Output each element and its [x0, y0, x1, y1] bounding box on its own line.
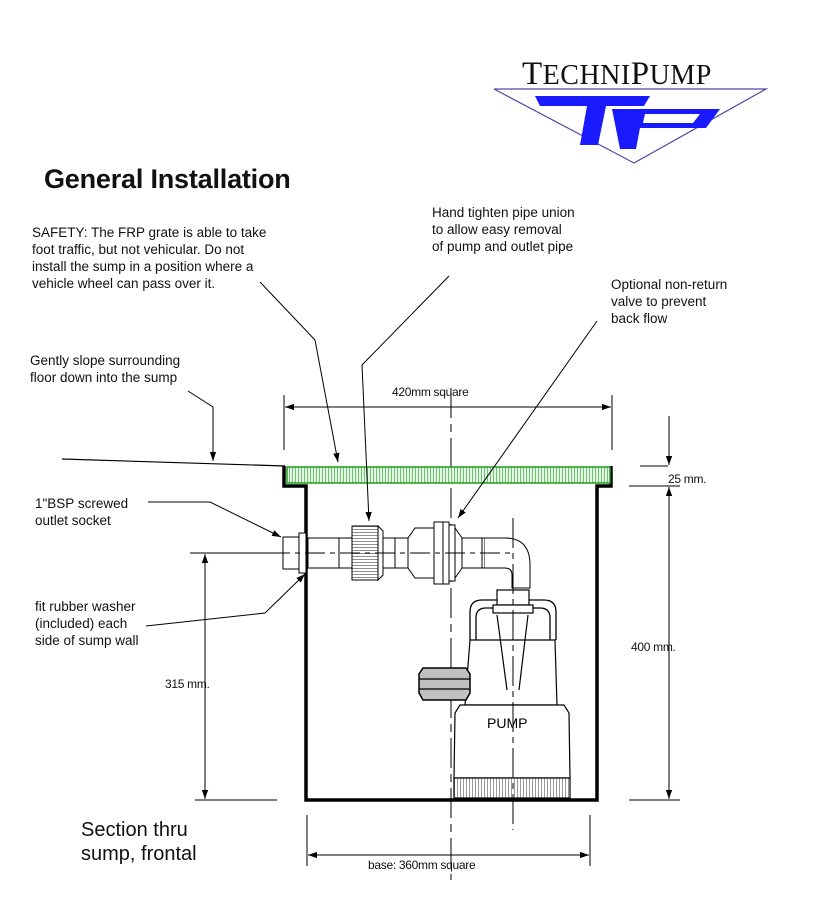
safety-leader — [259, 281, 340, 463]
section-caption: Section thru sump, frontal — [81, 819, 197, 865]
slope-floor-note: Gently slope surrounding floor down into… — [30, 353, 181, 385]
safety-note: SAFETY: The FRP grate is able to take fo… — [32, 225, 267, 291]
grate-thickness-dimension-label: 25 mm. — [668, 472, 707, 486]
outlet-socket-note: 1"BSP screwed outlet socket — [35, 496, 129, 528]
logo-emblem — [493, 88, 769, 164]
pump — [418, 518, 571, 830]
brand-text-ump: UMP — [649, 60, 712, 91]
slope-floor-leader — [187, 390, 217, 461]
float-switch — [418, 667, 471, 701]
pipe-union-leader — [361, 275, 450, 522]
outlet-pipe-assembly — [270, 521, 531, 589]
pump-strainer — [453, 777, 571, 799]
frp-grate — [286, 466, 611, 484]
rubber-washer — [298, 532, 307, 574]
sump-wall — [282, 466, 613, 802]
rubber-washer-leader — [145, 573, 306, 627]
non-return-valve-note: Optional non-return valve to prevent bac… — [611, 277, 728, 326]
base-width-dimension-label: base: 360mm square — [368, 858, 476, 872]
rubber-washer-note: fit rubber washer (included) each side o… — [35, 599, 139, 648]
outlet-socket-leader — [148, 501, 282, 538]
pipe-union-note: Hand tighten pipe union to allow easy re… — [432, 205, 575, 254]
logo-letter-t — [535, 96, 650, 145]
brand-letter-t: T — [522, 56, 543, 92]
non-return-valve-leader — [457, 320, 598, 519]
page-title: General Installation — [44, 164, 291, 194]
top-width-dimension-label: 420mm square — [391, 385, 470, 399]
sump-body — [282, 466, 613, 802]
pump-label: PUMP — [487, 715, 527, 731]
brand-text-echni: ECHNI — [542, 60, 631, 91]
brand-letter-p: P — [630, 56, 650, 92]
floor-line — [61, 458, 286, 467]
pipe-elbow — [485, 537, 531, 589]
brand-wordmark: TECHNIPUMP — [522, 56, 712, 93]
